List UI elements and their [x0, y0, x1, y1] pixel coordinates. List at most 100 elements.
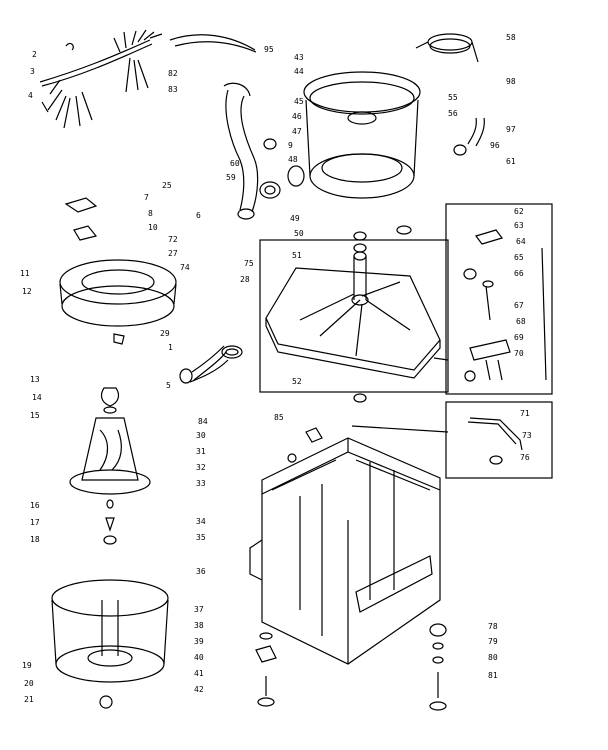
leg-bracket	[255, 645, 277, 663]
callout-68: 68	[516, 317, 526, 326]
callout-56: 56	[448, 109, 458, 118]
callout-83: 83	[168, 85, 178, 94]
callout-14: 14	[32, 393, 42, 402]
wire	[174, 41, 257, 53]
callout-10: 10	[148, 223, 158, 232]
callout-18: 18	[30, 535, 40, 544]
callout-30: 30	[196, 431, 206, 440]
agitator-spline	[105, 517, 115, 532]
callout-5: 5	[166, 381, 171, 390]
bracket-frame	[259, 239, 449, 393]
callout-96: 96	[490, 141, 500, 150]
agitator-ring	[103, 535, 117, 545]
callout-47: 47	[292, 127, 302, 136]
callout-98: 98	[506, 77, 516, 86]
callout-71: 71	[520, 409, 530, 418]
callout-64: 64	[516, 237, 526, 246]
basket-nut	[99, 695, 113, 709]
fill-hose	[467, 117, 485, 147]
callout-7: 7	[144, 193, 149, 202]
callout-62: 62	[514, 207, 524, 216]
callout-45: 45	[294, 97, 304, 106]
motor-cord	[179, 345, 243, 384]
inset-box	[445, 203, 553, 395]
callout-63: 63	[514, 221, 524, 230]
callout-75: 75	[244, 259, 254, 268]
lid-hinge	[467, 417, 523, 465]
callout-58: 58	[506, 33, 516, 42]
washer-ring	[432, 656, 444, 664]
clip	[113, 333, 125, 345]
callout-44: 44	[294, 67, 304, 76]
callout-84: 84	[198, 417, 208, 426]
callout-15: 15	[30, 411, 40, 420]
bearing	[353, 393, 367, 403]
callout-28: 28	[240, 275, 250, 284]
callout-9: 9	[288, 141, 293, 150]
callout-59: 59	[226, 173, 236, 182]
callout-61: 61	[506, 157, 516, 166]
spring-coil	[415, 33, 479, 63]
callout-73: 73	[522, 431, 532, 440]
agitator	[69, 387, 151, 495]
leveling-leg	[259, 632, 273, 640]
callout-79: 79	[488, 637, 498, 646]
leveling-gear	[429, 623, 447, 637]
callout-66: 66	[514, 269, 524, 278]
callout-43: 43	[294, 53, 304, 62]
callout-12: 12	[22, 287, 32, 296]
callout-8: 8	[148, 209, 153, 218]
callout-20: 20	[24, 679, 34, 688]
callout-65: 65	[514, 253, 524, 262]
callout-34: 34	[196, 517, 206, 526]
callout-13: 13	[30, 375, 40, 384]
callout-50: 50	[294, 229, 304, 238]
callout-48: 48	[288, 155, 298, 164]
callout-1: 1	[168, 343, 173, 352]
clip	[305, 427, 323, 443]
callout-17: 17	[30, 518, 40, 527]
callout-11: 11	[20, 269, 30, 278]
callout-82: 82	[168, 69, 178, 78]
callout-67: 67	[514, 301, 524, 310]
leg-pad	[257, 697, 275, 707]
callout-4: 4	[28, 91, 33, 100]
callout-31: 31	[196, 447, 206, 456]
callout-35: 35	[196, 533, 206, 542]
inner-basket	[51, 579, 169, 683]
callout-27: 27	[168, 249, 178, 258]
outer-tub	[303, 71, 421, 199]
wire	[169, 34, 256, 51]
callout-6: 6	[196, 211, 201, 220]
callout-40: 40	[194, 653, 204, 662]
callout-85: 85	[274, 413, 284, 422]
drain-hose	[223, 82, 259, 220]
hose-clamp	[264, 185, 276, 195]
callout-74: 74	[180, 263, 190, 272]
callout-78: 78	[488, 622, 498, 631]
callout-70: 70	[514, 349, 524, 358]
callout-25: 25	[162, 181, 172, 190]
agitator-bolt	[106, 499, 114, 509]
leader-line	[433, 357, 449, 361]
inset-box	[445, 401, 553, 479]
leg-pad	[429, 701, 447, 711]
callout-72: 72	[168, 235, 178, 244]
callout-39: 39	[194, 637, 204, 646]
switch-assembly	[463, 229, 547, 382]
hose-clamp	[259, 181, 281, 199]
washer-ring	[396, 225, 412, 235]
callout-55: 55	[448, 93, 458, 102]
callout-60: 60	[230, 159, 240, 168]
callout-33: 33	[196, 479, 206, 488]
callout-42: 42	[194, 685, 204, 694]
callout-97: 97	[506, 125, 516, 134]
callout-19: 19	[22, 661, 32, 670]
hose-fitting	[263, 138, 277, 150]
leader-line	[351, 425, 449, 433]
cabinet	[249, 437, 441, 665]
callout-49: 49	[290, 214, 300, 223]
tub-ring	[59, 259, 177, 327]
